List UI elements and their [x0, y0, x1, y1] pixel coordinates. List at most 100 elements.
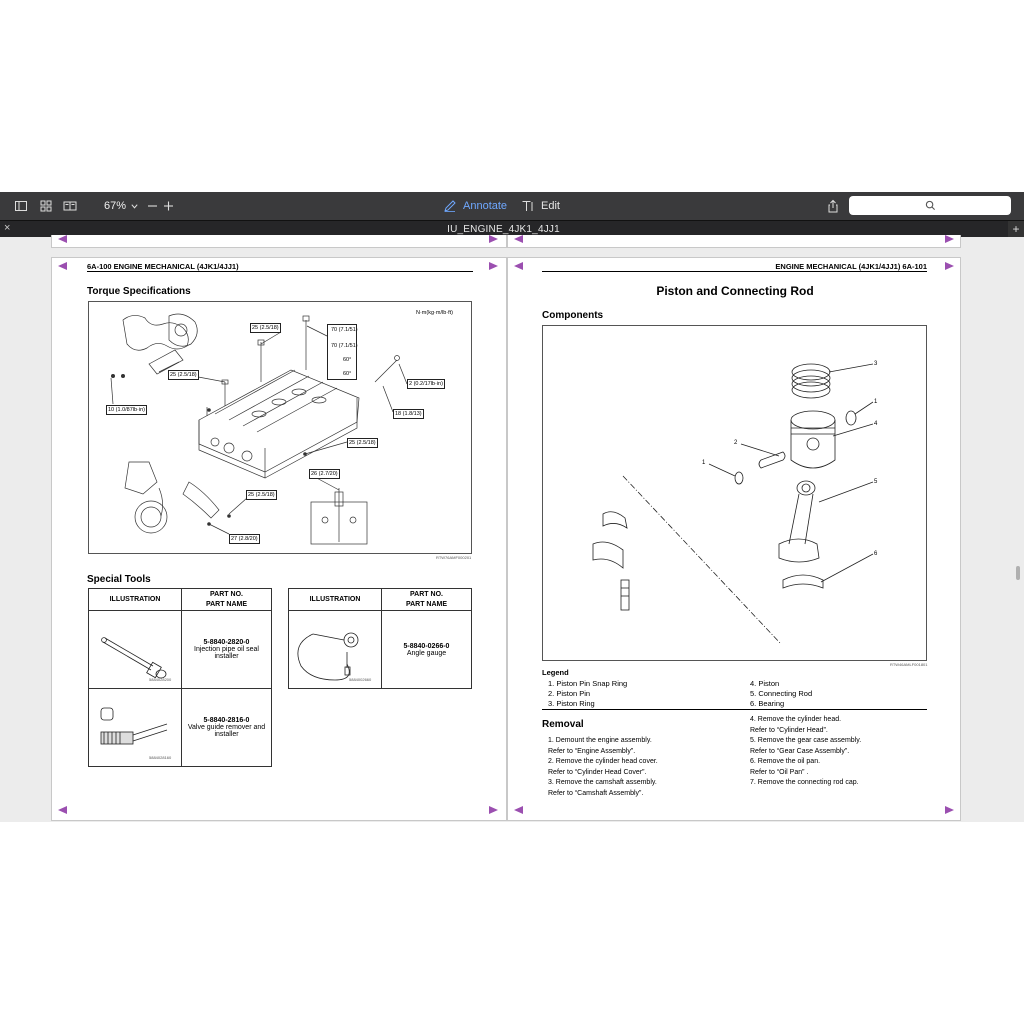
- next-page-arrow-icon[interactable]: [945, 262, 954, 270]
- sidebar-toggle-button[interactable]: [14, 192, 28, 220]
- torque-callout-box: [327, 324, 357, 380]
- prev-page-arrow-icon[interactable]: [514, 262, 523, 270]
- next-page-arrow-icon[interactable]: [489, 262, 498, 270]
- page-title: Piston and Connecting Rod: [656, 284, 814, 298]
- legend-item: 6. Bearing: [750, 699, 785, 708]
- tool-part-name: Angle gauge: [406, 649, 447, 657]
- illustration-column-header: ILLUSTRATION: [88, 588, 182, 611]
- angle-gauge-drawing: [297, 632, 359, 680]
- share-button[interactable]: [826, 192, 840, 220]
- tool-illustration: 5884028200: [88, 610, 182, 689]
- zoom-dropdown[interactable]: 67%: [104, 192, 139, 220]
- scrollbar-thumb[interactable]: [1016, 566, 1020, 580]
- legend-item: 3. Piston Ring: [548, 699, 595, 708]
- prev-page-arrow-icon[interactable]: [514, 235, 523, 243]
- tool-illustration: 5884028160: [88, 688, 182, 767]
- zoom-in-button[interactable]: [162, 192, 176, 220]
- tool-illustration: 5884002660: [288, 610, 382, 689]
- page-6A-100: 6A-100 ENGINE MECHANICAL (4JK1/4JJ1) Tor…: [51, 257, 507, 821]
- cylinder-head-illustration: [110, 313, 408, 545]
- removal-heading: Removal: [542, 719, 584, 730]
- torque-callout: 27 (2.8/20): [229, 534, 260, 544]
- prev-page-arrow-icon[interactable]: [58, 262, 67, 270]
- tool-image-id: 5884028200: [149, 677, 172, 682]
- part-number-label: 6: [874, 551, 878, 557]
- illustration-column-header: ILLUSTRATION: [288, 588, 382, 611]
- figure-id: RTW76AMF000201: [436, 555, 472, 560]
- torque-callout: 25 (2.5/18): [168, 370, 199, 380]
- removal-steps-left: 1. Demount the engine assembly. Refer to…: [548, 736, 658, 799]
- thumbnail-grid-button[interactable]: [39, 192, 53, 220]
- next-page-arrow-icon[interactable]: [945, 806, 954, 814]
- torque-callout: 70 (7.1/51): [331, 343, 358, 349]
- document-viewer[interactable]: 6A-100 ENGINE MECHANICAL (4JK1/4JJ1) Tor…: [0, 235, 1024, 822]
- pen-icon: [444, 200, 456, 212]
- next-page-arrow-icon[interactable]: [945, 235, 954, 243]
- step-line: Refer to “Engine Assembly”.: [548, 747, 636, 755]
- tool-image-id: 5884002660: [349, 677, 372, 682]
- step-line: Refer to “Gear Case Assembly”.: [750, 747, 850, 755]
- page-layout-button[interactable]: [63, 192, 77, 220]
- step-line: Refer to “Cylinder Head Cover”.: [548, 768, 647, 776]
- part-name-header: PART NAME: [405, 600, 448, 608]
- part-column-header: PART NO.PART NAME: [381, 588, 472, 611]
- prev-page-arrow-icon[interactable]: [514, 806, 523, 814]
- new-tab-button[interactable]: +: [1008, 221, 1024, 238]
- special-tools-table: ILLUSTRATION PART NO.PART NAME: [88, 588, 272, 767]
- header-rule: [87, 271, 473, 272]
- tool-info: 5-8840-0266-0 Angle gauge: [381, 610, 472, 689]
- torque-callout: 2 (0.2/17lb·in): [407, 379, 445, 389]
- legend-item: 2. Piston Pin: [548, 689, 591, 698]
- part-column-header: PART NO.PART NAME: [181, 588, 272, 611]
- special-tools-table-2: ILLUSTRATION PART NO.PART NAME: [288, 588, 472, 689]
- zoom-level: 67%: [104, 200, 127, 212]
- next-page-arrow-icon[interactable]: [489, 235, 498, 243]
- chevron-down-icon: [131, 203, 138, 209]
- step-line: 1. Demount the engine assembly.: [548, 737, 652, 744]
- part-number-label: 1: [702, 460, 706, 466]
- tab-title[interactable]: IU_ENGINE_4JK1_4JJ1: [447, 224, 560, 235]
- tool-part-name: Injection pipe oil seal installer: [194, 646, 259, 660]
- page-header: ENGINE MECHANICAL (4JK1/4JJ1) 6A-101: [775, 262, 927, 271]
- next-page-arrow-icon[interactable]: [489, 806, 498, 814]
- step-line: 5. Remove the gear case assembly.: [750, 737, 862, 744]
- search-icon: [925, 200, 936, 211]
- tool-part-number: 5-8840-2816-0: [203, 717, 250, 724]
- tool-image-id: 5884028160: [149, 755, 172, 760]
- tab-bar: × IU_ENGINE_4JK1_4JJ1 +: [0, 220, 1024, 238]
- prev-page-arrow-icon[interactable]: [58, 806, 67, 814]
- step-line: 6. Remove the oil pan.: [750, 758, 821, 765]
- table-row: 5884028160 5-8840-2816-0 Valve guide rem…: [88, 688, 272, 767]
- edit-label: Edit: [541, 200, 560, 212]
- tool-part-number: 5-8840-2820-0: [203, 639, 250, 646]
- legend-item: 5. Connecting Rod: [750, 689, 813, 698]
- step-line: 7. Remove the connecting rod cap.: [750, 779, 859, 786]
- legend-heading: Legend: [542, 668, 569, 677]
- two-page-icon: [63, 201, 77, 211]
- previous-page-left: [51, 235, 507, 248]
- part-number-label: 3: [874, 361, 878, 367]
- torque-diagram: N·m(kg·m/lb·ft): [88, 301, 472, 554]
- legend-item: 4. Piston: [750, 679, 780, 688]
- torque-callout: 25 (2.5/18): [347, 438, 378, 448]
- tool-part-number: 5-8840-0266-0: [403, 642, 450, 650]
- step-line: 4. Remove the cylinder head.: [750, 716, 842, 723]
- prev-page-arrow-icon[interactable]: [58, 235, 67, 243]
- page-header: 6A-100 ENGINE MECHANICAL (4JK1/4JJ1): [87, 262, 239, 271]
- torque-callout: 25 (2.5/18): [246, 490, 277, 500]
- part-number-label: 5: [874, 479, 878, 485]
- plus-icon: [164, 201, 173, 211]
- text-edit-icon: [522, 201, 533, 211]
- part-number-label: 2: [734, 440, 738, 446]
- share-icon: [828, 199, 838, 213]
- annotate-button[interactable]: Annotate: [443, 192, 507, 220]
- table-row: 5884028200 5-8840-2820-0 Injection pipe …: [88, 610, 272, 689]
- special-tools-heading: Special Tools: [87, 574, 151, 585]
- zoom-out-button[interactable]: [146, 192, 160, 220]
- annotate-label: Annotate: [463, 200, 508, 212]
- search-field[interactable]: [849, 196, 1011, 215]
- close-tab-button[interactable]: ×: [4, 222, 11, 234]
- edit-button[interactable]: Edit: [521, 192, 560, 220]
- torque-callout: 18 (1.8/13): [393, 409, 424, 419]
- torque-callout: 10 (1.0/87lb·in): [106, 405, 147, 415]
